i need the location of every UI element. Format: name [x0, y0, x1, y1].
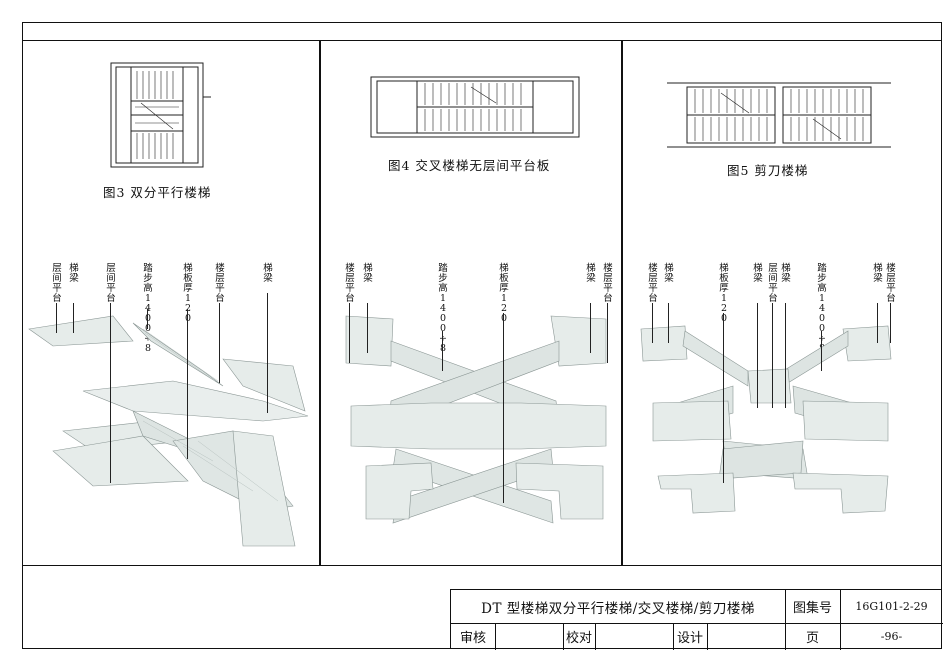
leader-line — [877, 303, 878, 343]
stair-3d-fig5 — [640, 325, 892, 514]
review-label: 审核 — [459, 631, 486, 646]
figure-4-panel: 图4 交叉楼梯无层间平台板 楼层平台 梯梁 踏步高1400÷8 梯板厚120 梯… — [320, 40, 622, 566]
atlas-label: 图集号 — [792, 601, 832, 616]
label-mid-landing: 层间平台 — [52, 263, 62, 304]
label-stair-beam: 梯梁 — [69, 263, 79, 284]
drawing-title: DT 型楼梯双分平行楼梯/交叉楼梯/剪刀楼梯 — [481, 600, 755, 617]
stair-3d-fig3 — [28, 315, 309, 547]
figure-5-caption: 图5 剪刀楼梯 — [727, 163, 809, 178]
label-stair-beam: 梯梁 — [873, 263, 883, 284]
label-mid-landing: 层间平台 — [768, 263, 778, 304]
leader-line — [73, 303, 74, 333]
leader-line — [267, 293, 268, 413]
label-stair-beam: 梯梁 — [263, 263, 273, 284]
label-stair-beam: 梯梁 — [586, 263, 596, 284]
leader-line — [668, 303, 669, 343]
leader-line — [147, 309, 148, 329]
title-block: DT 型楼梯双分平行楼梯/交叉楼梯/剪刀楼梯 图集号 16G101-2-29 审… — [450, 589, 943, 650]
label-stair-beam: 梯梁 — [363, 263, 373, 284]
leader-line — [785, 303, 786, 408]
label-floor-landing: 楼层平台 — [886, 263, 896, 304]
figure-4-caption: 图4 交叉楼梯无层间平台板 — [388, 158, 551, 173]
label-stair-beam: 梯梁 — [664, 263, 674, 284]
plan-drawing-fig4 — [370, 76, 580, 138]
leader-line — [772, 303, 773, 408]
leader-line — [821, 331, 822, 371]
figure-3-caption: 图3 双分平行楼梯 — [103, 185, 212, 200]
leader-line — [187, 309, 188, 459]
page-number: -96- — [880, 630, 903, 643]
plan-drawing-fig5 — [667, 82, 891, 148]
label-mid-landing: 层间平台 — [106, 263, 116, 304]
leader-line — [723, 313, 724, 483]
leader-line — [607, 303, 608, 363]
figure-5-panel: 图5 剪刀楼梯 楼层平台 梯梁 梯板厚120 梯梁 层间平台 梯梁 踏步高140… — [622, 40, 942, 566]
label-stair-beam: 梯梁 — [753, 263, 763, 284]
leader-line — [652, 303, 653, 343]
atlas-number: 16G101-2-29 — [855, 600, 928, 613]
check-label: 校对 — [565, 631, 592, 646]
label-stair-beam: 梯梁 — [781, 263, 791, 284]
leader-line — [890, 303, 891, 343]
leader-line — [590, 303, 591, 353]
leader-line — [56, 303, 57, 333]
leader-line — [349, 303, 350, 363]
label-floor-landing: 楼层平台 — [345, 263, 355, 304]
leader-line — [757, 303, 758, 408]
leader-line — [503, 313, 504, 503]
page-label: 页 — [805, 631, 819, 646]
label-floor-landing: 楼层平台 — [648, 263, 658, 304]
label-floor-landing: 楼层平台 — [215, 263, 225, 304]
leader-line — [367, 303, 368, 353]
leader-line — [219, 303, 220, 383]
leader-line — [110, 303, 111, 483]
figure-3-panel: 图3 双分平行楼梯 层间平台 梯梁 层间平台 踏步高1400÷8 梯板厚120 … — [22, 40, 320, 566]
label-floor-landing: 楼层平台 — [603, 263, 613, 304]
stair-3d-fig4 — [345, 315, 607, 524]
plan-drawing-fig3 — [110, 62, 211, 168]
leader-line — [442, 331, 443, 371]
design-label: 设计 — [676, 631, 703, 646]
